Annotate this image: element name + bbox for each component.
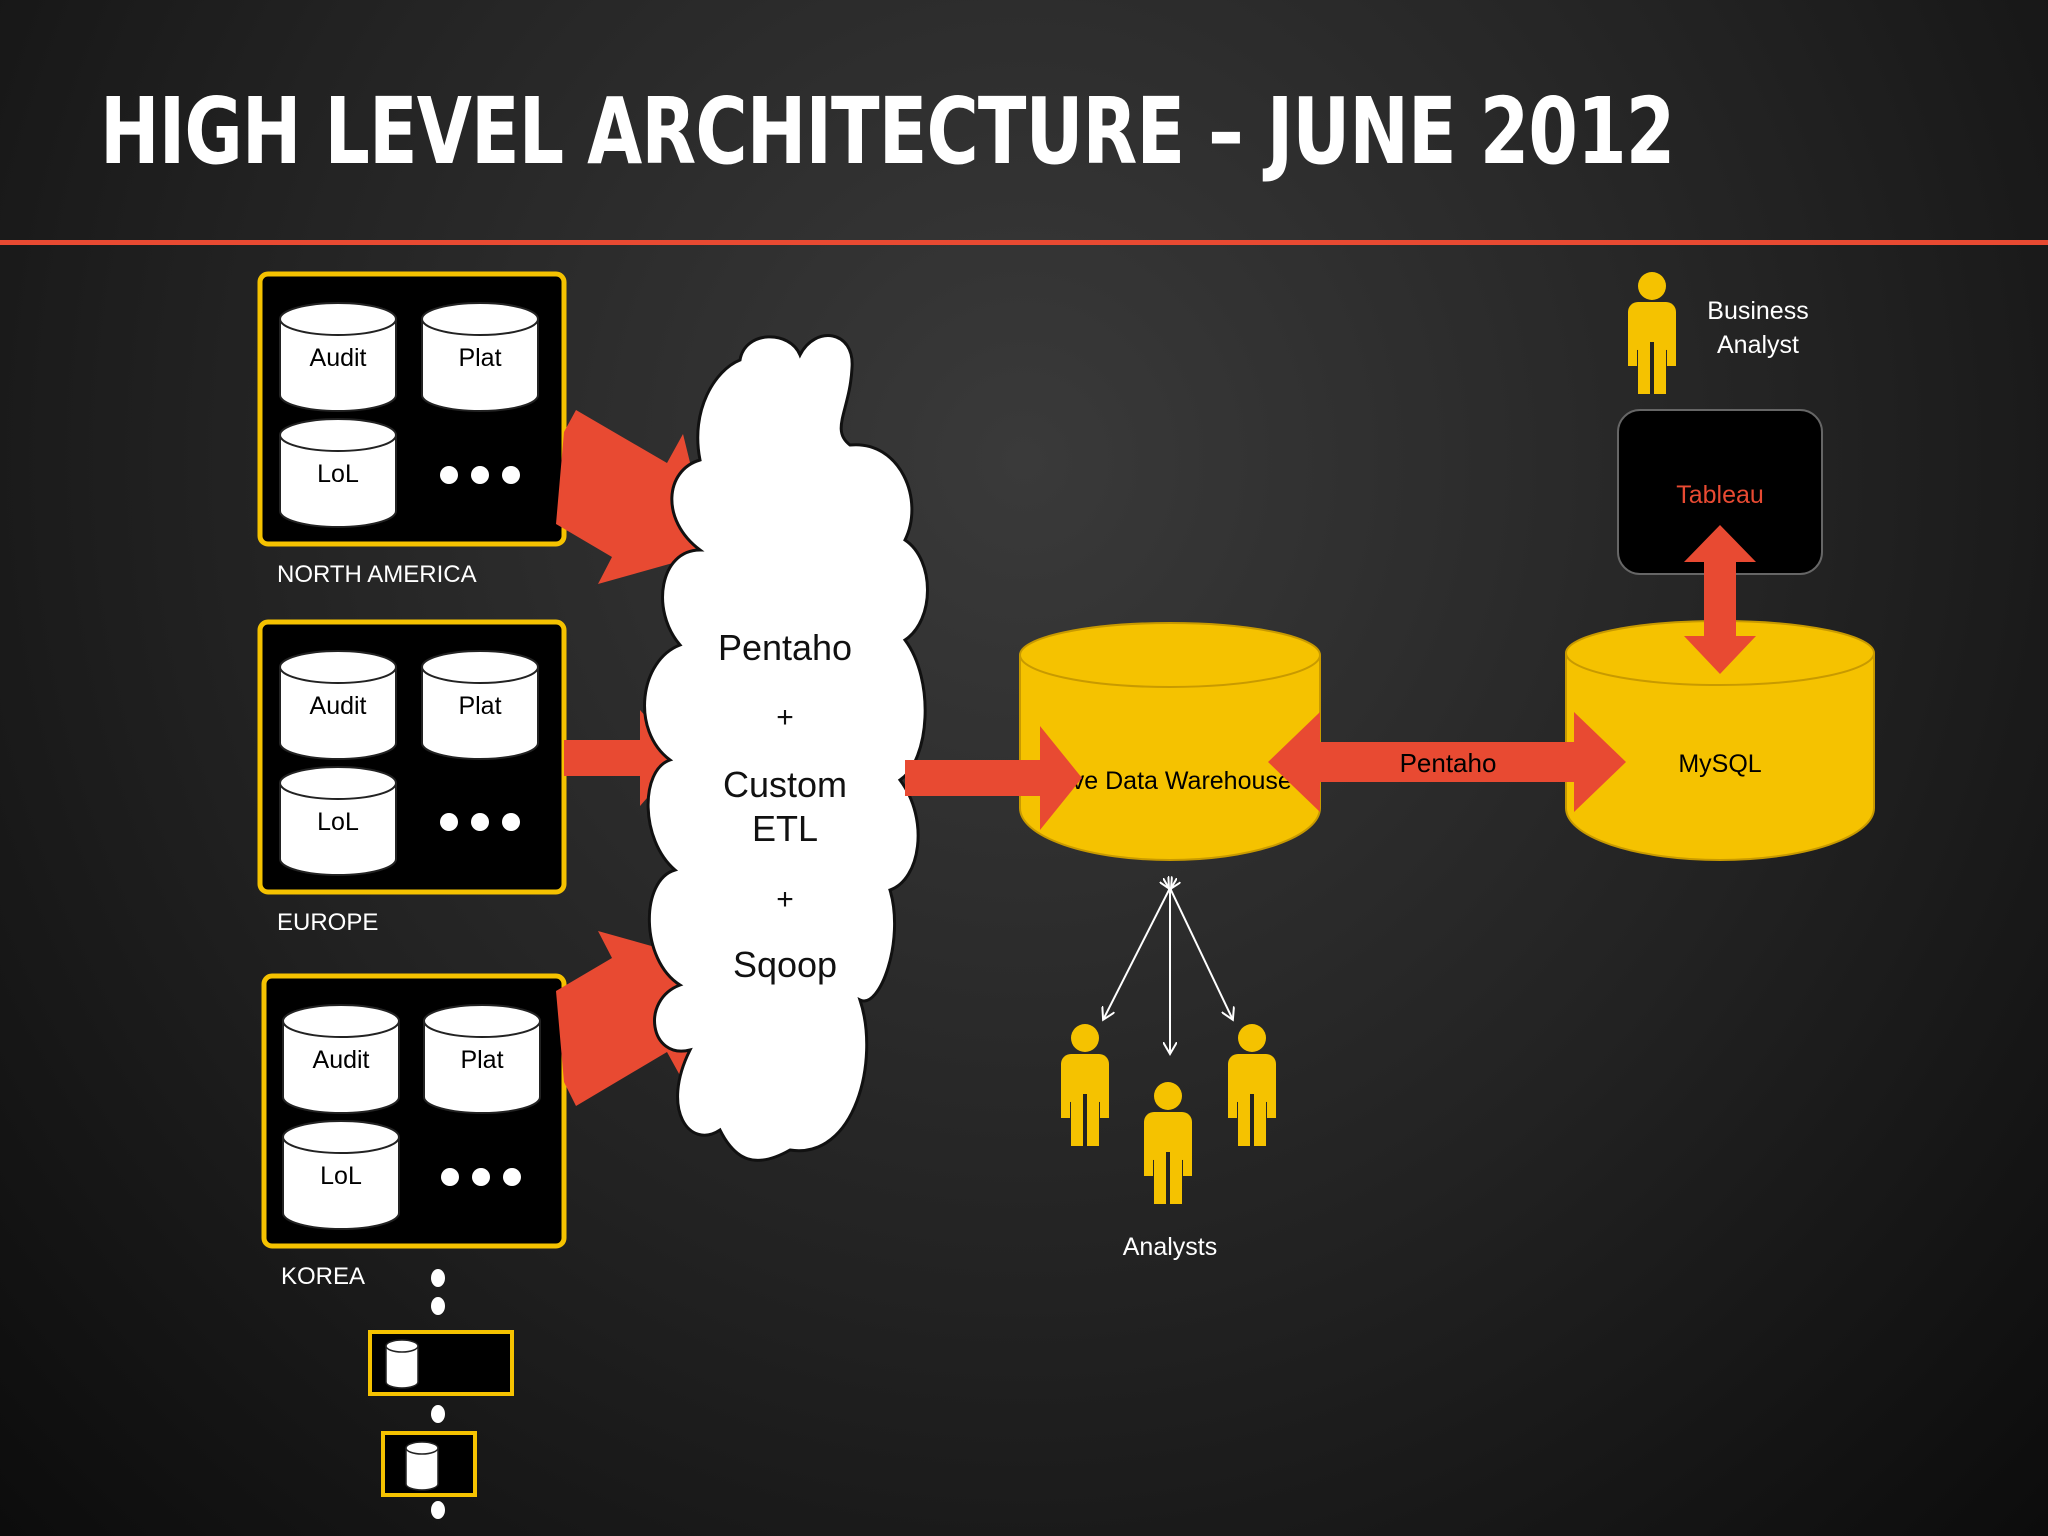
link-label: Pentaho	[1400, 748, 1497, 778]
tableau-mysql-double-arrow	[1684, 525, 1756, 674]
etl-plus-1: +	[776, 701, 794, 734]
db-label: LoL	[317, 808, 359, 836]
db-label: Audit	[310, 692, 367, 720]
warehouse-label: Hive Data Warehouse	[1048, 767, 1292, 795]
mysql-label: MySQL	[1678, 750, 1761, 778]
db-label: LoL	[317, 460, 359, 488]
db-label: Plat	[458, 344, 501, 372]
db-label: Plat	[460, 1046, 503, 1074]
business-analyst-line-1: Business	[1707, 297, 1808, 325]
ellipsis-icon	[440, 813, 520, 831]
database-audit-icon: Audit	[282, 1004, 400, 1114]
database-lol-icon: LoL	[279, 766, 397, 876]
business-analyst-person-icon	[1628, 272, 1676, 394]
database-plat-icon: Plat	[421, 302, 539, 412]
region-north-america: Audit Plat LoL NORTH AMERICA	[257, 271, 567, 588]
database-plat-icon: Plat	[423, 1004, 541, 1114]
ellipsis-icon	[441, 1168, 521, 1186]
business-analyst-line-2: Analyst	[1717, 331, 1799, 359]
region-label: EUROPE	[277, 909, 378, 936]
tableau-label: Tableau	[1676, 481, 1764, 509]
region-korea: Audit Plat LoL KOREA	[261, 973, 567, 1290]
etl-plus-2: +	[776, 883, 794, 916]
db-label: LoL	[320, 1162, 362, 1190]
etl-line-3: ETL	[752, 808, 818, 849]
ellipsis-icon	[440, 466, 520, 484]
warehouse-mysql-double-arrow	[1268, 712, 1626, 812]
arrow-north-america	[556, 410, 712, 584]
etl-line-1: Pentaho	[718, 627, 852, 668]
region-label: KOREA	[281, 1263, 365, 1290]
etl-cloud: Pentaho + Custom ETL + Sqoop	[643, 334, 929, 1162]
database-lol-icon: LoL	[279, 418, 397, 528]
db-label: Audit	[313, 1046, 370, 1074]
db-label: Plat	[458, 692, 501, 720]
title-divider	[0, 240, 2048, 245]
analysts-label: Analysts	[1123, 1233, 1217, 1261]
region-label: NORTH AMERICA	[277, 561, 477, 588]
database-audit-icon: Audit	[279, 650, 397, 760]
region-europe: Audit Plat LoL EUROPE	[257, 619, 567, 936]
warehouse-database-icon: Hive Data Warehouse	[1019, 622, 1321, 861]
analyst-person-icon	[1228, 1024, 1276, 1146]
database-plat-icon: Plat	[421, 650, 539, 760]
analyst-access-arrows	[1104, 888, 1232, 1052]
analyst-person-icon	[1144, 1082, 1192, 1204]
etl-to-warehouse-arrow	[905, 726, 1082, 830]
db-label: Audit	[310, 344, 367, 372]
database-lol-icon: LoL	[282, 1120, 400, 1230]
etl-line-4: Sqoop	[733, 944, 837, 985]
analyst-person-icon	[1061, 1024, 1109, 1146]
database-audit-icon: Audit	[279, 302, 397, 412]
tableau-box: Tableau	[1617, 409, 1823, 575]
etl-line-2: Custom	[723, 764, 847, 805]
slide-title: HIGH LEVEL ARCHITECTURE – JUNE 2012	[100, 78, 1675, 185]
more-regions-indicator	[368, 1269, 514, 1519]
